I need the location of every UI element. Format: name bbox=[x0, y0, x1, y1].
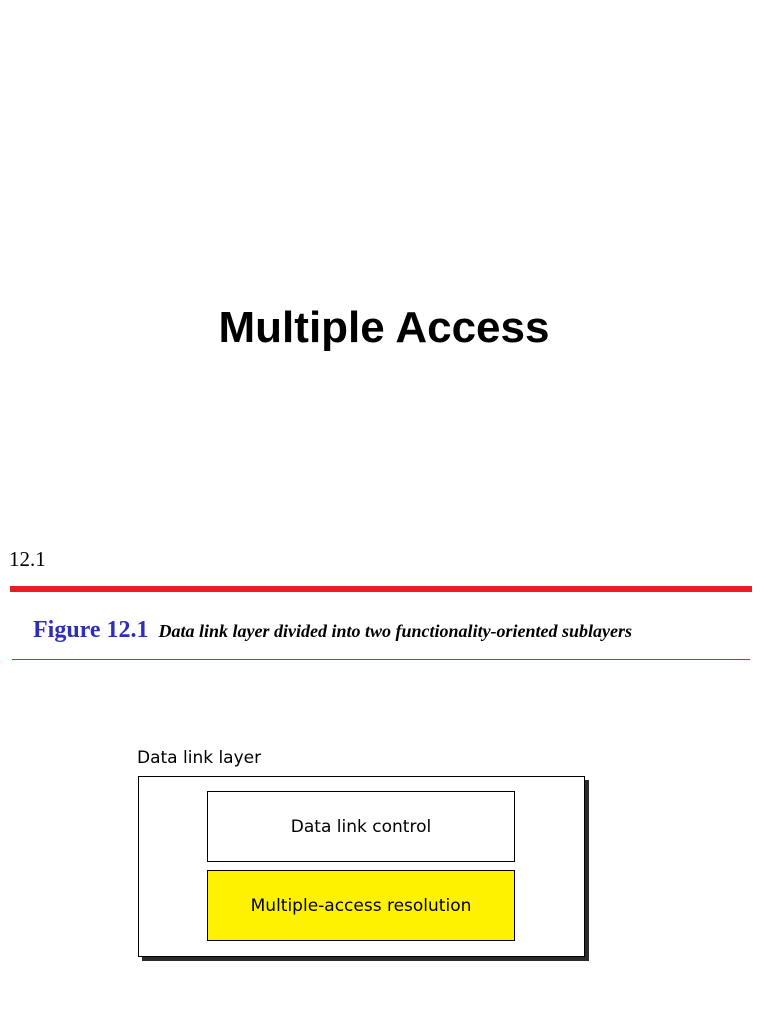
slide-title: Multiple Access bbox=[218, 303, 550, 352]
data-link-control-box: Data link control bbox=[207, 791, 515, 862]
caption-bottom-rule bbox=[12, 659, 750, 660]
data-link-layer-label: Data link layer bbox=[137, 748, 262, 768]
figure-number: Figure 12.1 bbox=[33, 617, 149, 643]
slide-number: 12.1 bbox=[9, 547, 46, 571]
multiple-access-resolution-label: Multiple-access resolution bbox=[250, 895, 472, 916]
data-link-control-label: Data link control bbox=[290, 816, 432, 837]
figure-caption-text: Data link layer divided into two functio… bbox=[158, 621, 633, 641]
multiple-access-resolution-box: Multiple-access resolution bbox=[207, 870, 515, 941]
caption-top-rule bbox=[10, 586, 752, 592]
figure-caption: Figure 12.1 Data link layer divided into … bbox=[33, 615, 632, 646]
